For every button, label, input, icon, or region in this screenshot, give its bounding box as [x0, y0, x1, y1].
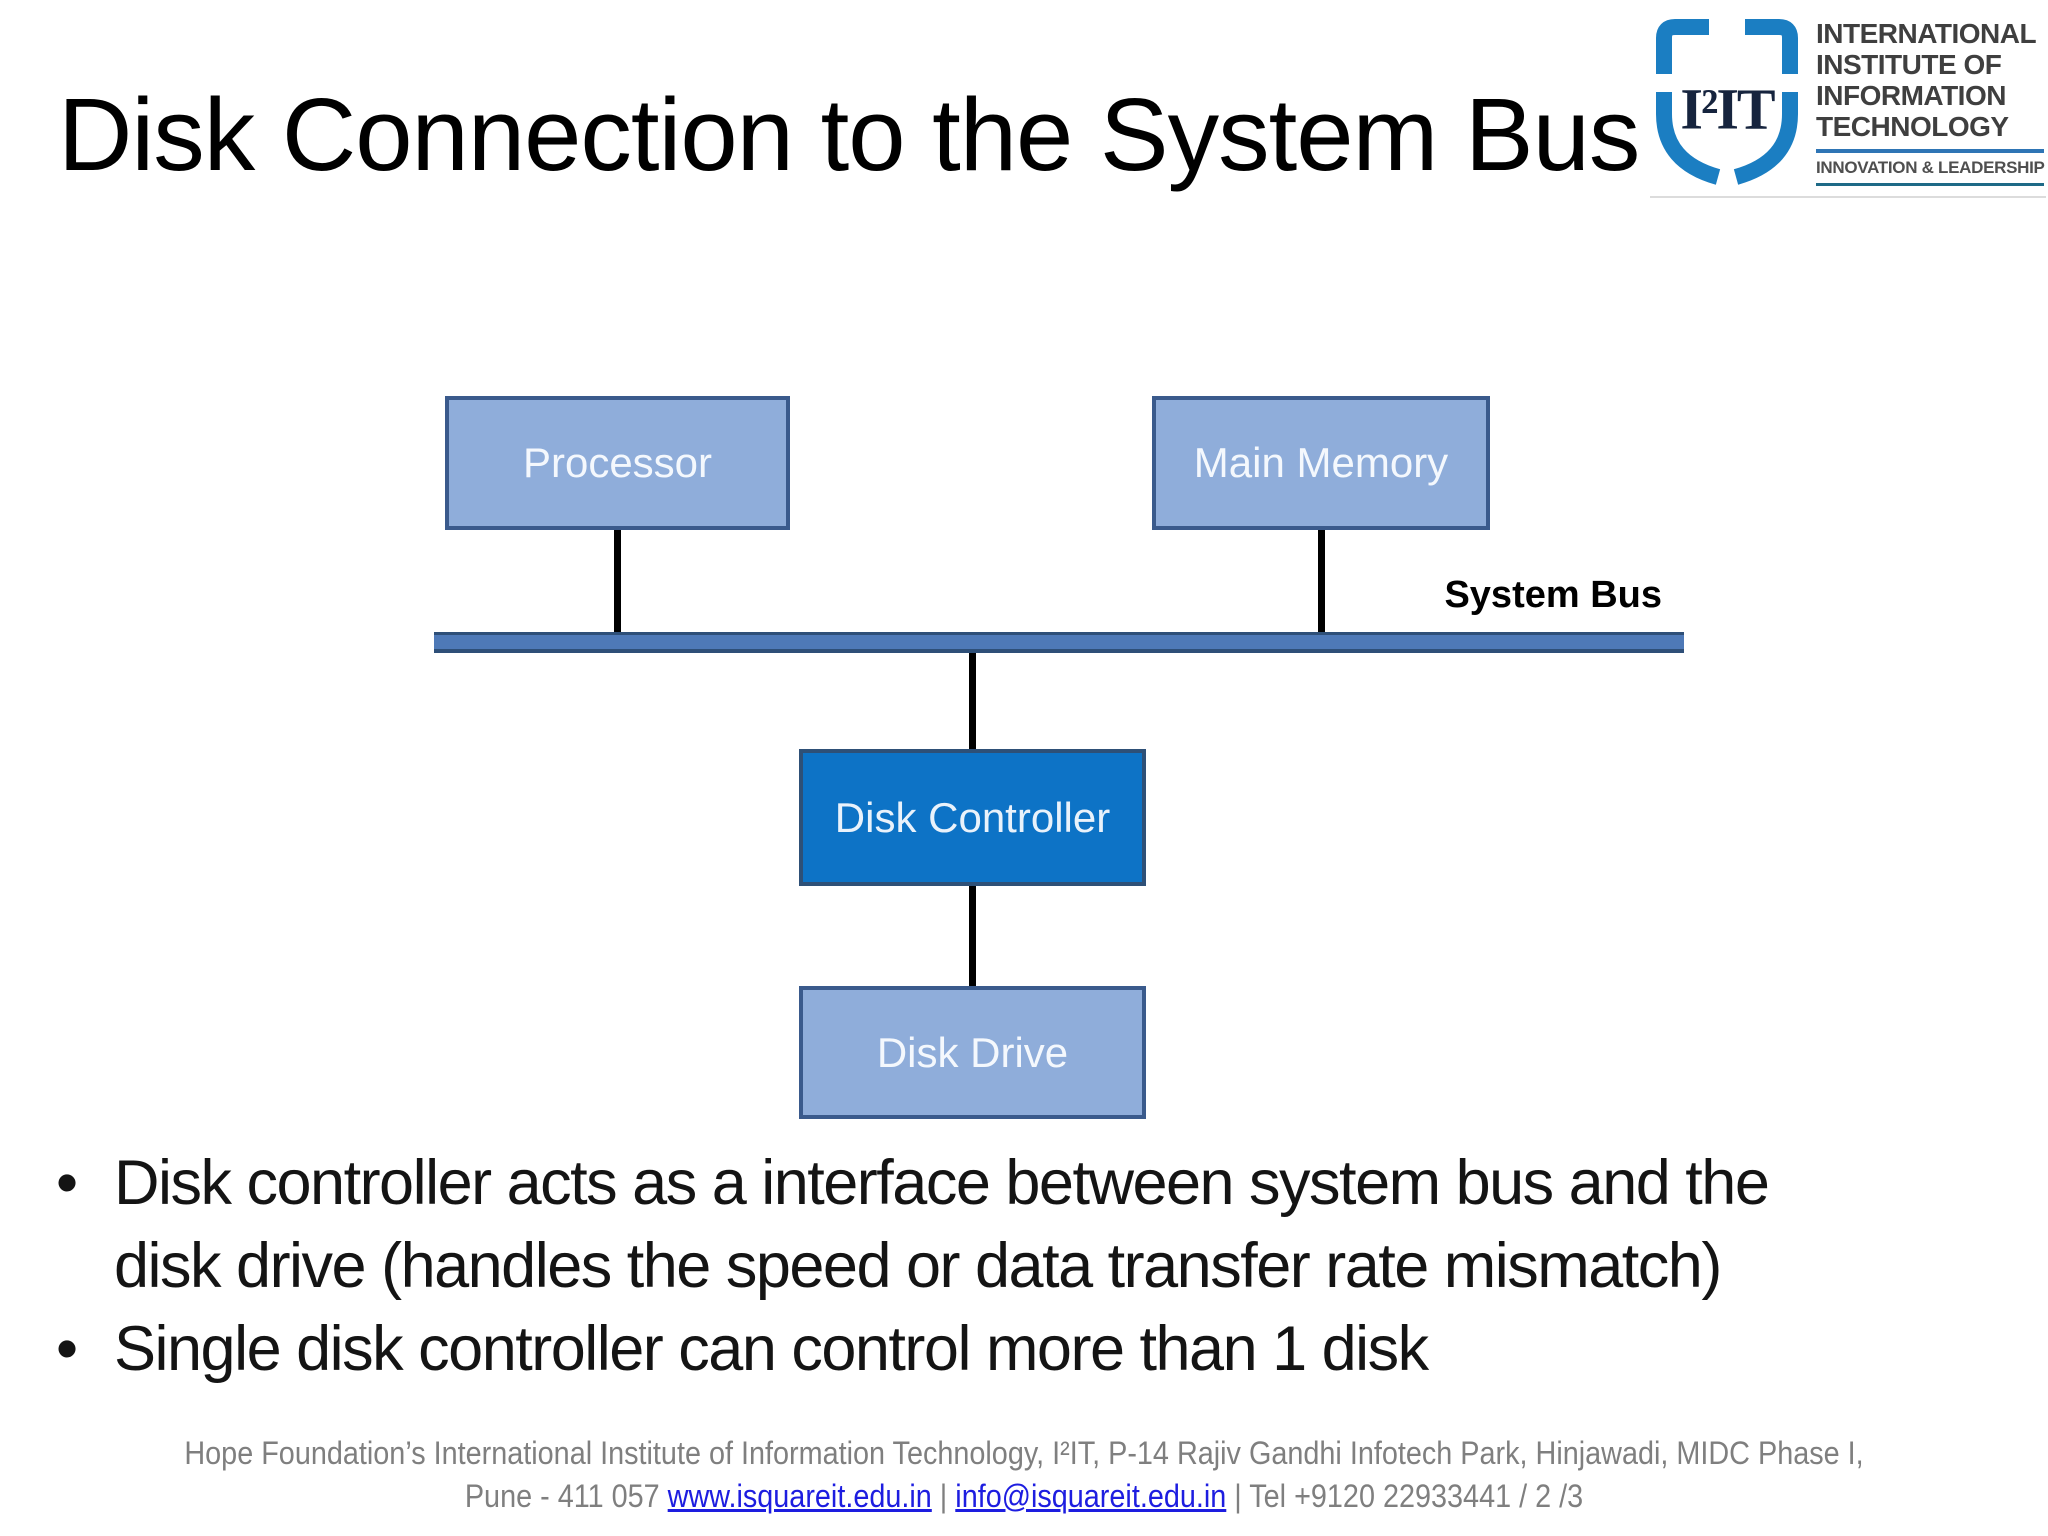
- bullet-text: Single disk controller can control more …: [114, 1314, 1429, 1384]
- node-label: Processor: [522, 439, 713, 486]
- diagram-node-disk-drive: Disk Drive: [799, 986, 1146, 1119]
- logo-tagline: INNOVATION & LEADERSHIP: [1816, 158, 2045, 177]
- org-name-line: TECHNOLOGY: [1816, 111, 2009, 142]
- bullet-list: • Disk controller acts as a interface be…: [56, 1142, 1906, 1391]
- system-bus-label: System Bus: [1444, 574, 1662, 616]
- bullet-item: • Single disk controller can control mor…: [56, 1308, 1906, 1391]
- bullet-item: • Disk controller acts as a interface be…: [56, 1142, 1906, 1308]
- website-link[interactable]: www.isquareit.edu.in: [667, 1478, 932, 1514]
- node-label: Main Memory: [1193, 439, 1449, 486]
- footer-phone: | Tel +9120 22933441 / 2 /3: [1226, 1478, 1584, 1514]
- slide-footer: Hope Foundation’s International Institut…: [0, 1432, 2048, 1518]
- bullet-text: Disk controller acts as a interface betw…: [114, 1148, 1770, 1301]
- bullet-marker: •: [56, 1148, 78, 1218]
- system-bus-bar: [434, 632, 1684, 653]
- email-link[interactable]: info@isquareit.edu.in: [955, 1478, 1227, 1514]
- connector-processor-to-bus: [614, 528, 621, 634]
- slide-title: Disk Connection to the System Bus: [58, 77, 1640, 192]
- footer-line-2: Pune - 411 057 www.isquareit.edu.in | in…: [102, 1475, 1945, 1518]
- bullet-marker: •: [56, 1314, 78, 1384]
- node-label: Disk Drive: [876, 1028, 1069, 1076]
- org-name-line: INSTITUTE OF: [1816, 49, 2002, 80]
- logo-row: I²IT INTERNATIONAL INSTITUTE OF INFORMAT…: [1652, 12, 2045, 188]
- logo-divider-blue: [1816, 149, 2044, 153]
- logo-divider-teal: [1816, 183, 2044, 186]
- org-name-line: INFORMATION: [1816, 80, 2006, 111]
- institute-logo: I²IT INTERNATIONAL INSTITUTE OF INFORMAT…: [1652, 12, 2045, 188]
- diagram-node-disk-controller: Disk Controller: [799, 749, 1146, 886]
- diagram-node-processor: Processor: [445, 396, 790, 530]
- logo-text-block: INTERNATIONAL INSTITUTE OF INFORMATION T…: [1816, 12, 2045, 186]
- node-label: Disk Controller: [834, 793, 1111, 841]
- logo-monogram: I²IT: [1680, 76, 1775, 142]
- footer-address: Pune - 411 057: [464, 1478, 668, 1514]
- org-name-line: INTERNATIONAL: [1816, 18, 2037, 49]
- diagram-node-main-memory: Main Memory: [1152, 396, 1490, 530]
- logo-shield: I²IT: [1652, 12, 1802, 188]
- logo-bottom-hairline: [1650, 196, 2046, 198]
- footer-line-1: Hope Foundation’s International Institut…: [184, 1435, 1864, 1471]
- connector-controller-to-drive: [969, 882, 976, 988]
- connector-memory-to-bus: [1318, 528, 1325, 634]
- connector-bus-to-controller: [969, 651, 976, 751]
- shield-icon: [1656, 19, 1798, 185]
- footer-separator: |: [931, 1478, 956, 1514]
